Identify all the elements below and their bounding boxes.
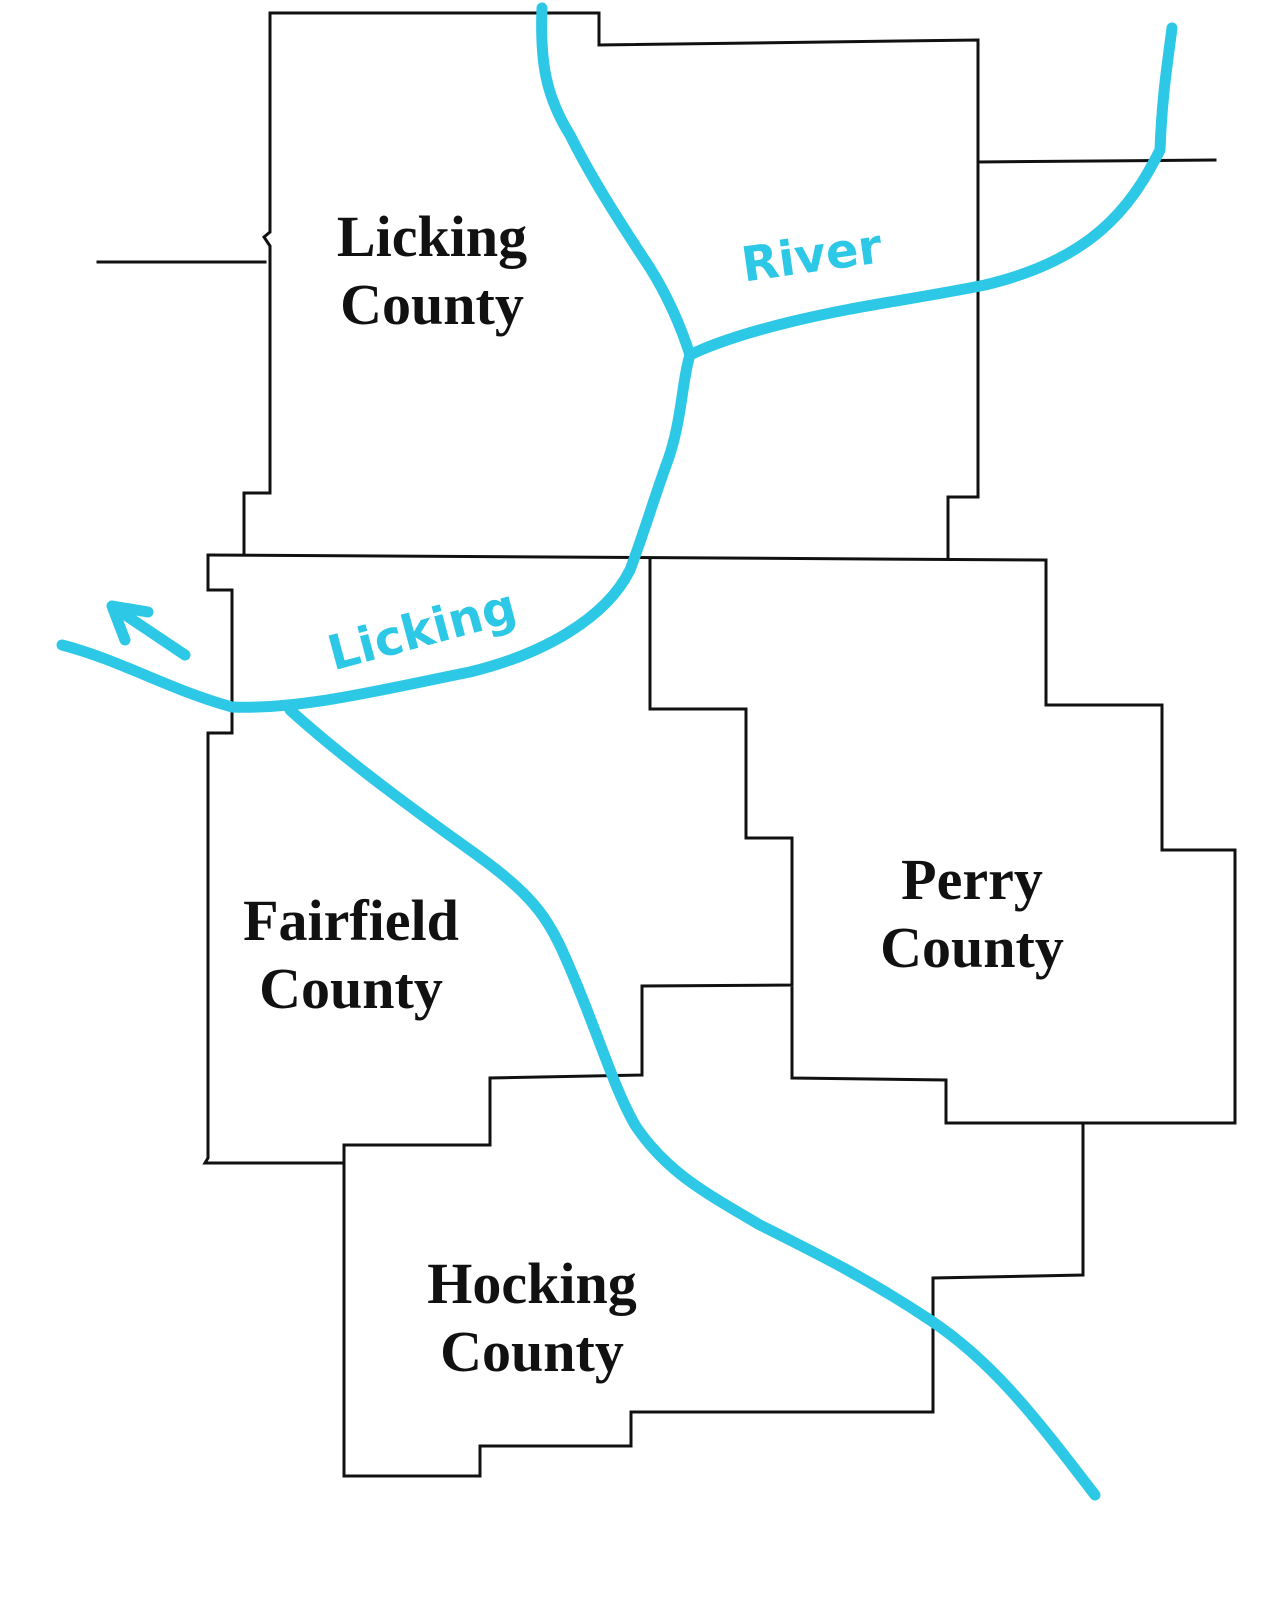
perry-county-label: Perry County	[852, 846, 1092, 982]
county-borders	[96, 11, 1237, 1478]
fairfield-county-line1: Fairfield	[243, 888, 459, 953]
licking-county-line2: County	[340, 272, 524, 337]
fairfield-county-label: Fairfield County	[226, 887, 476, 1023]
hocking-county-label: Hocking County	[402, 1250, 662, 1386]
north-east-tributary	[684, 22, 1178, 361]
southeast-tributary	[284, 704, 1101, 1501]
licking-county-label: Licking County	[312, 203, 552, 339]
perry-county-border	[342, 558, 1237, 1165]
hocking-county-line2: County	[440, 1319, 624, 1384]
north-fork-tributary	[536, 2, 696, 361]
flow-direction-arrow-icon	[106, 600, 191, 661]
hocking-county-line1: Hocking	[427, 1251, 637, 1316]
hocking-county-border	[342, 1123, 1085, 1478]
perry-county-line1: Perry	[901, 847, 1043, 912]
licking-county-line1: Licking	[336, 204, 528, 269]
licking-river-main	[56, 349, 696, 713]
licking-county-border	[96, 11, 1217, 559]
river-system	[56, 2, 1178, 1501]
perry-county-line2: County	[880, 915, 1064, 980]
fairfield-county-line2: County	[259, 956, 443, 1021]
licking-southern-border	[206, 553, 1048, 562]
